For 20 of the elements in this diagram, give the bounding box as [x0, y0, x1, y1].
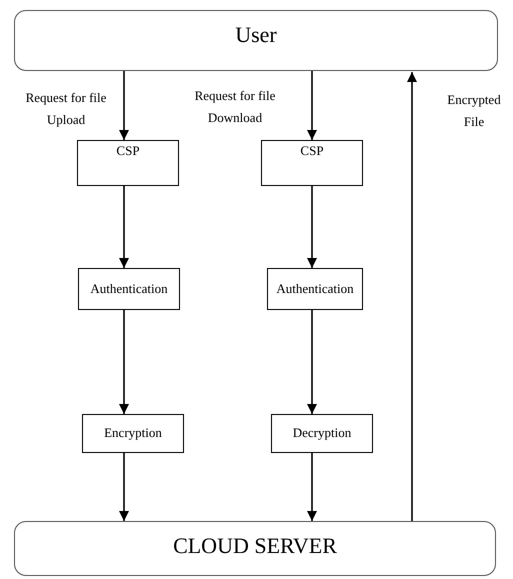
rounded-box: CLOUD SERVER — [14, 521, 496, 576]
arrow — [307, 310, 317, 414]
edge-label: Request for file Download — [194, 87, 276, 127]
arrow — [407, 72, 417, 521]
edge-label: Encrypted File — [446, 91, 502, 131]
process-box: Authentication — [78, 268, 180, 310]
rounded-box: User — [14, 10, 498, 71]
process-box: Authentication — [267, 268, 363, 310]
edge-label: Request for file Upload — [24, 89, 108, 129]
arrow — [307, 453, 317, 521]
process-box: CSP — [77, 140, 179, 186]
arrow — [119, 71, 129, 140]
arrow — [119, 186, 129, 268]
arrow — [119, 453, 129, 521]
process-box: CSP — [261, 140, 363, 186]
arrow — [307, 71, 317, 140]
arrow — [119, 310, 129, 414]
process-box: Decryption — [271, 414, 373, 453]
arrow — [307, 186, 317, 268]
process-box: Encryption — [82, 414, 184, 453]
